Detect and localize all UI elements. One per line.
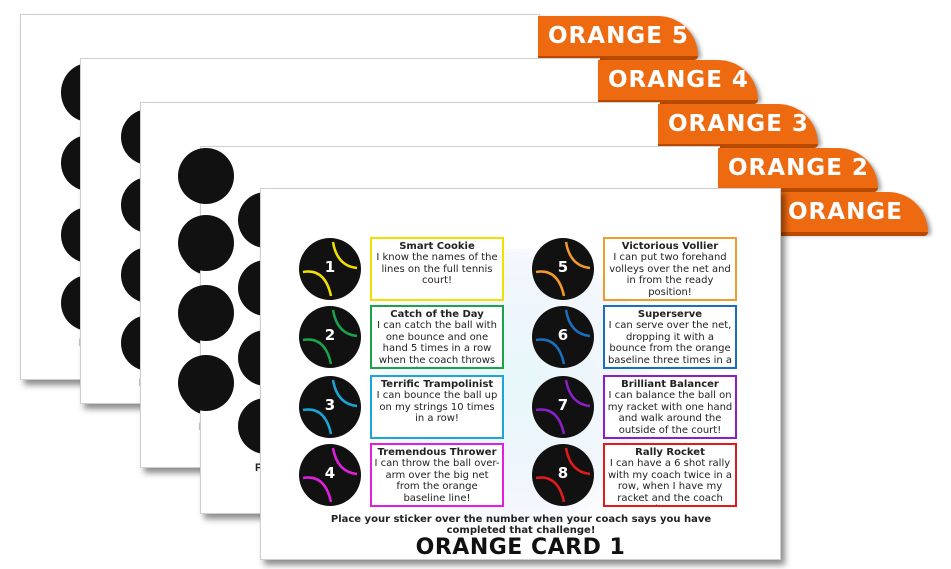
tennis-ball-icon (535, 379, 591, 435)
challenge-ball-3: 3 (299, 376, 361, 438)
challenge-title: Victorious Vollier (621, 241, 719, 252)
stub-letter: P (255, 462, 263, 474)
challenge-number: 7 (557, 396, 569, 414)
tab-orange-2: ORANGE 2 (718, 148, 878, 192)
tennis-ball-icon (302, 379, 358, 435)
challenge-ball-7: 7 (532, 376, 594, 438)
tennis-ball-icon (302, 241, 358, 297)
challenge-text: I can bounce the ball up on my strings 1… (376, 390, 498, 424)
tennis-ball-icon (535, 309, 591, 365)
tab-orange-4: ORANGE 4 (598, 60, 758, 104)
tennis-ball-icon (302, 447, 358, 503)
tennis-ball-icon (535, 241, 591, 297)
challenge-ball-2: 2 (299, 306, 361, 368)
card-title: ORANGE CARD 1 (415, 535, 626, 560)
tab-orange-3: ORANGE 3 (658, 104, 818, 148)
challenge-title: Smart Cookie (399, 241, 475, 252)
challenge-title: Brilliant Balancer (621, 379, 719, 390)
challenge-number: 2 (324, 326, 336, 344)
ball-icon (178, 148, 234, 204)
ball-icon (178, 215, 234, 271)
challenge-number: 8 (557, 464, 569, 482)
challenge-text: I can catch the ball with one bounce and… (377, 320, 497, 367)
challenge-text: I can put two forehand volleys over the … (609, 252, 731, 298)
challenge-title: Terrific Trampolinist (380, 379, 494, 390)
challenge-title: Superserve (637, 309, 703, 320)
challenge-ball-1: 1 (299, 238, 361, 300)
challenge-number: 4 (324, 464, 336, 482)
challenge-number: 5 (557, 258, 569, 276)
challenge-number: 1 (324, 258, 336, 276)
tennis-ball-icon (535, 447, 591, 503)
ball-icon (178, 285, 234, 341)
challenge-ball-4: 4 (299, 444, 361, 506)
challenge-title: Rally Rocket (635, 447, 705, 458)
tab-orange-5: ORANGE 5 (538, 16, 698, 60)
instruction-text: Place your sticker over the number when … (330, 514, 712, 536)
challenge-text: I can throw the ball over-arm over the b… (374, 458, 500, 504)
challenge-text: I can serve over the net, dropping it wi… (607, 320, 733, 367)
challenge-text: I know the names of the lines on the ful… (376, 252, 498, 286)
challenge-ball-6: 6 (532, 306, 594, 368)
tab-orange-1: ORANGE 1 (778, 192, 928, 265)
ball-icon (178, 355, 234, 411)
tennis-ball-icon (302, 309, 358, 365)
challenge-ball-8: 8 (532, 444, 594, 506)
challenge-ball-5: 5 (532, 238, 594, 300)
challenge-number: 6 (557, 326, 569, 344)
challenge-title: Tremendous Thrower (377, 447, 497, 458)
challenge-text: I can balance the ball on my racket with… (607, 390, 733, 436)
challenge-text: I can have a 6 shot rally with my coach … (607, 458, 733, 505)
challenge-number: 3 (324, 396, 336, 414)
challenge-title: Catch of the Day (390, 309, 484, 320)
